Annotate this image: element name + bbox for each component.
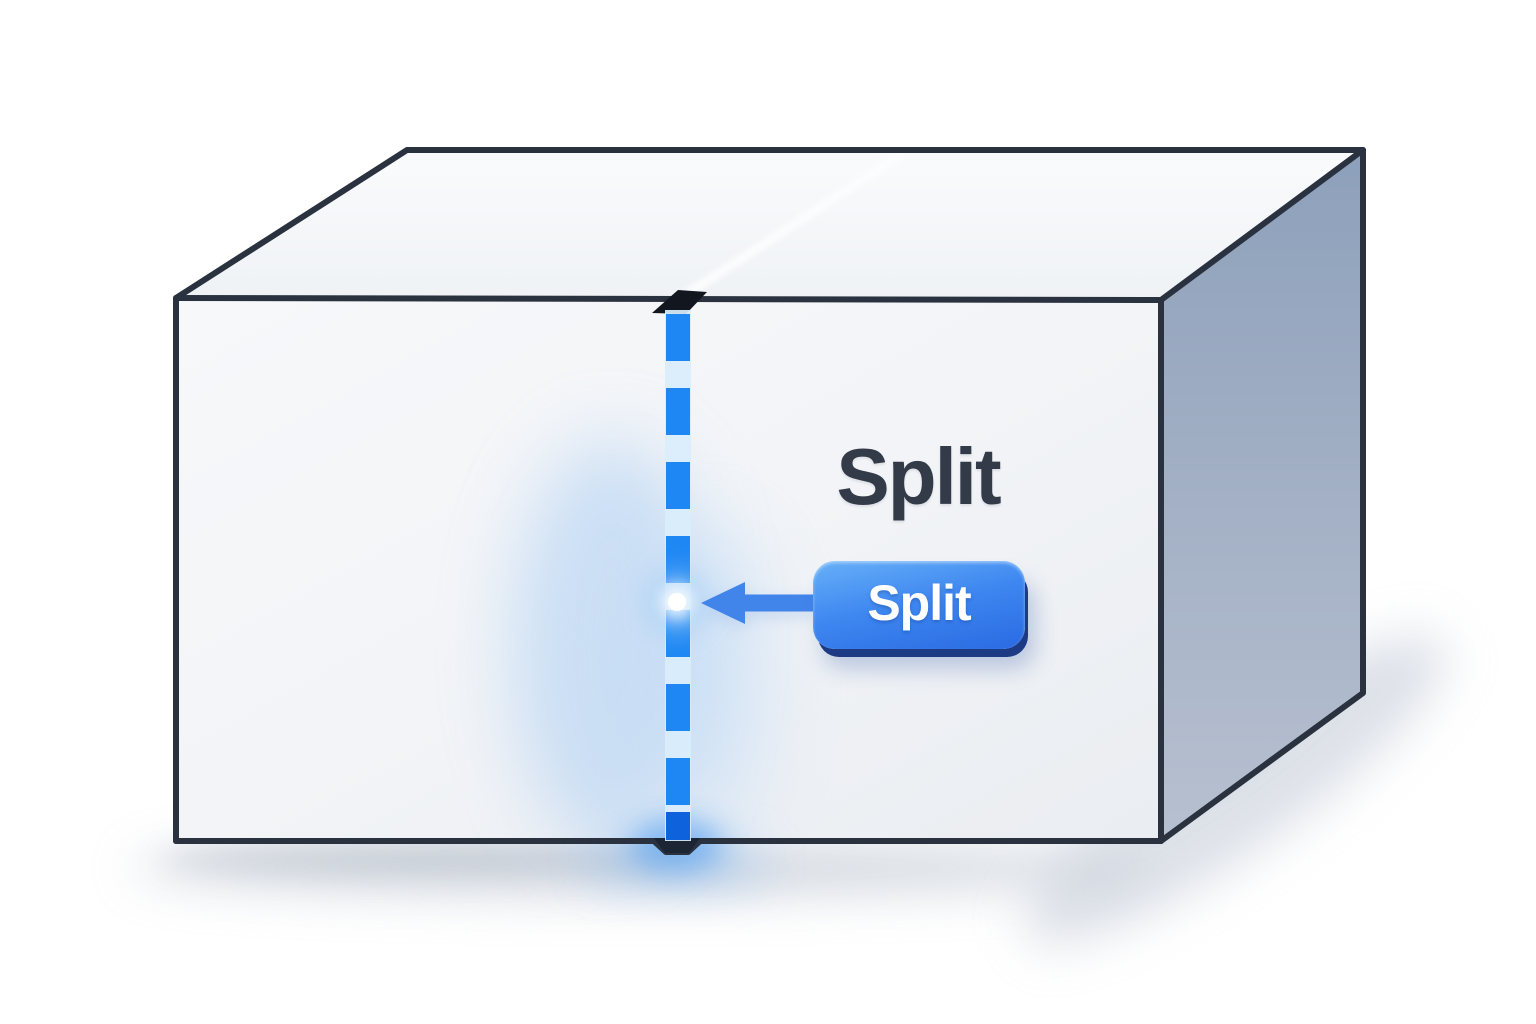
split-notch-top [652, 290, 707, 314]
box-side-face [1161, 150, 1363, 841]
top-face-seam [681, 150, 905, 300]
split-notch-bottom [654, 838, 700, 853]
box-top-face [176, 150, 1363, 300]
left-arrow-icon [701, 582, 816, 630]
split-button-label: Split [867, 575, 971, 631]
glow-dot-handle[interactable] [647, 572, 707, 632]
split-button[interactable]: Split [813, 561, 1025, 649]
face-heading: Split [836, 432, 1001, 521]
